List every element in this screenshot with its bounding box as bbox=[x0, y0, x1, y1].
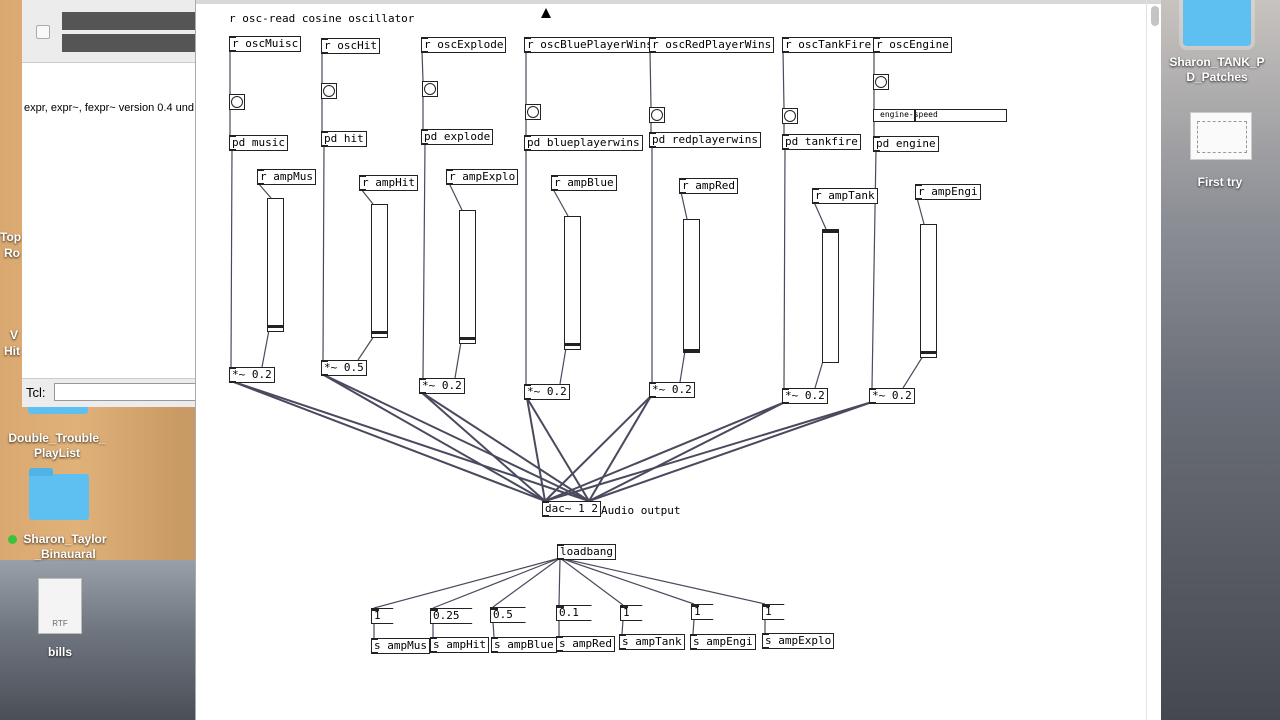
slider-handle[interactable] bbox=[921, 351, 936, 354]
message-box[interactable]: 0.5 bbox=[490, 607, 526, 623]
receive-object[interactable]: r oscEngine bbox=[873, 37, 952, 53]
receive-object[interactable]: r ampTank bbox=[812, 188, 878, 204]
multiply-object[interactable]: *~ 0.2 bbox=[782, 388, 828, 404]
patch-titlebar[interactable] bbox=[196, 0, 1161, 4]
vertical-scrollbar[interactable] bbox=[1151, 6, 1159, 26]
amp-slider[interactable] bbox=[564, 216, 581, 350]
send-object[interactable]: s ampTank bbox=[619, 634, 685, 650]
message-box[interactable]: 0.25 bbox=[430, 608, 473, 624]
desktop-item-double-trouble[interactable]: Double_Trouble_ PlayList bbox=[8, 431, 106, 460]
desktop-item-sharon-binauaral[interactable]: Sharon_Taylor _Binauaral bbox=[23, 532, 107, 561]
patch-cords bbox=[229, 50, 925, 638]
send-object[interactable]: s ampRed bbox=[556, 636, 615, 652]
screenshot-thumbnail-icon[interactable] bbox=[1190, 112, 1252, 160]
bang-button[interactable] bbox=[649, 107, 665, 123]
receive-object[interactable]: r oscMuisc bbox=[229, 36, 302, 52]
subpatch-object[interactable]: pd redplayerwins bbox=[649, 132, 761, 148]
canvas-edge bbox=[1146, 0, 1147, 720]
multiply-object[interactable]: *~ 0.2 bbox=[524, 384, 570, 400]
slider-handle[interactable] bbox=[565, 343, 580, 346]
send-object[interactable]: s ampMus bbox=[371, 638, 430, 654]
dsp-checkbox[interactable] bbox=[36, 25, 50, 39]
bang-button[interactable] bbox=[422, 81, 438, 97]
desktop-partial-label: Ro bbox=[4, 246, 20, 260]
amp-slider[interactable] bbox=[822, 229, 839, 363]
rock-wallpaper-left bbox=[0, 560, 200, 720]
receive-object[interactable]: r ampEngi bbox=[915, 184, 981, 200]
amp-slider[interactable] bbox=[683, 219, 700, 353]
bang-button[interactable] bbox=[782, 108, 798, 124]
header-comment: r osc-read cosine oscillator bbox=[229, 12, 415, 25]
receive-object[interactable]: r oscHit bbox=[321, 38, 380, 54]
rtf-file-icon[interactable]: RTF bbox=[38, 578, 82, 634]
rock-wallpaper-right bbox=[1160, 0, 1280, 720]
send-object[interactable]: s ampBlue bbox=[491, 637, 557, 653]
receive-object[interactable]: r oscExplode bbox=[421, 37, 507, 53]
loadbang-object[interactable]: loadbang bbox=[557, 544, 616, 560]
receive-object[interactable]: r ampMus bbox=[257, 169, 316, 185]
desktop-item-tank-patches[interactable]: Sharon_TANK_P D_Patches bbox=[1169, 55, 1265, 84]
receive-object[interactable]: r ampExplo bbox=[446, 169, 519, 185]
desktop-item-bills[interactable]: bills bbox=[47, 645, 72, 659]
bang-button[interactable] bbox=[525, 104, 541, 120]
send-object[interactable]: s ampHit bbox=[430, 637, 489, 653]
subpatch-object[interactable]: pd explode bbox=[421, 129, 494, 145]
amp-slider[interactable] bbox=[371, 204, 388, 338]
subpatch-object[interactable]: pd engine bbox=[873, 136, 939, 152]
tcl-prompt-area: Tcl: bbox=[22, 378, 198, 407]
desktop-partial-label: V bbox=[10, 328, 19, 342]
engine-speed-label: engine-speed bbox=[880, 110, 938, 119]
bang-button[interactable] bbox=[229, 94, 245, 110]
amp-slider[interactable] bbox=[920, 224, 937, 358]
slider-handle[interactable] bbox=[460, 337, 475, 340]
mouse-cursor-icon bbox=[541, 8, 551, 18]
slider-handle[interactable] bbox=[823, 230, 838, 233]
desktop-partial-label: Top bbox=[0, 230, 22, 244]
dac-object[interactable]: dac~ 1 2 bbox=[542, 501, 601, 517]
slider-handle[interactable] bbox=[684, 349, 699, 352]
multiply-object[interactable]: *~ 0.2 bbox=[649, 382, 695, 398]
subpatch-object[interactable]: pd tankfire bbox=[782, 134, 861, 150]
engine-speed-slider[interactable]: engine-speed bbox=[873, 109, 1007, 122]
multiply-object[interactable]: *~ 0.2 bbox=[419, 378, 465, 394]
desktop-partial-label: Hit bbox=[4, 344, 20, 358]
receive-object[interactable]: r ampHit bbox=[359, 175, 418, 191]
multiply-object[interactable]: *~ 0.2 bbox=[229, 367, 275, 383]
bang-button[interactable] bbox=[873, 74, 889, 90]
multiply-object[interactable]: *~ 0.5 bbox=[321, 360, 367, 376]
tcl-label: Tcl: bbox=[26, 385, 46, 400]
subpatch-object[interactable]: pd blueplayerwins bbox=[524, 135, 643, 151]
receive-object[interactable]: r oscBluePlayerWins bbox=[524, 37, 656, 53]
audio-meter-bar bbox=[62, 12, 198, 30]
folder-icon[interactable] bbox=[1183, 0, 1251, 46]
multiply-object[interactable]: *~ 0.2 bbox=[869, 388, 915, 404]
folder-icon[interactable] bbox=[29, 468, 89, 520]
amp-slider[interactable] bbox=[459, 210, 476, 344]
bang-button[interactable] bbox=[321, 83, 337, 99]
patch-window: r osc-read cosine oscillator r oscMuisc … bbox=[195, 0, 1161, 720]
audio-meter-bar bbox=[62, 34, 198, 52]
tcl-input[interactable] bbox=[54, 383, 198, 401]
receive-object[interactable]: r ampBlue bbox=[551, 175, 617, 191]
console-message: expr, expr~, fexpr~ version 0.4 und bbox=[24, 102, 194, 114]
send-object[interactable]: s ampExplo bbox=[762, 633, 835, 649]
pd-main-window: expr, expr~, fexpr~ version 0.4 und Tcl: bbox=[22, 0, 199, 407]
subpatch-object[interactable]: pd music bbox=[229, 135, 288, 151]
message-box[interactable]: 1 bbox=[691, 604, 714, 620]
slider-knob[interactable] bbox=[914, 110, 916, 121]
green-tag-icon bbox=[8, 535, 17, 544]
receive-object[interactable]: r ampRed bbox=[679, 178, 738, 194]
slider-handle[interactable] bbox=[268, 325, 283, 328]
file-ext-label: RTF bbox=[52, 619, 68, 628]
slider-handle[interactable] bbox=[372, 331, 387, 334]
audio-output-comment: Audio output bbox=[601, 504, 681, 517]
desktop-item-first-try[interactable]: First try bbox=[1197, 175, 1243, 189]
receive-object[interactable]: r oscTankFire bbox=[782, 37, 875, 53]
send-object[interactable]: s ampEngi bbox=[690, 634, 756, 650]
receive-object[interactable]: r oscRedPlayerWins bbox=[649, 37, 775, 53]
subpatch-object[interactable]: pd hit bbox=[321, 131, 367, 147]
pd-toolbar bbox=[22, 0, 198, 63]
amp-slider[interactable] bbox=[267, 198, 284, 332]
